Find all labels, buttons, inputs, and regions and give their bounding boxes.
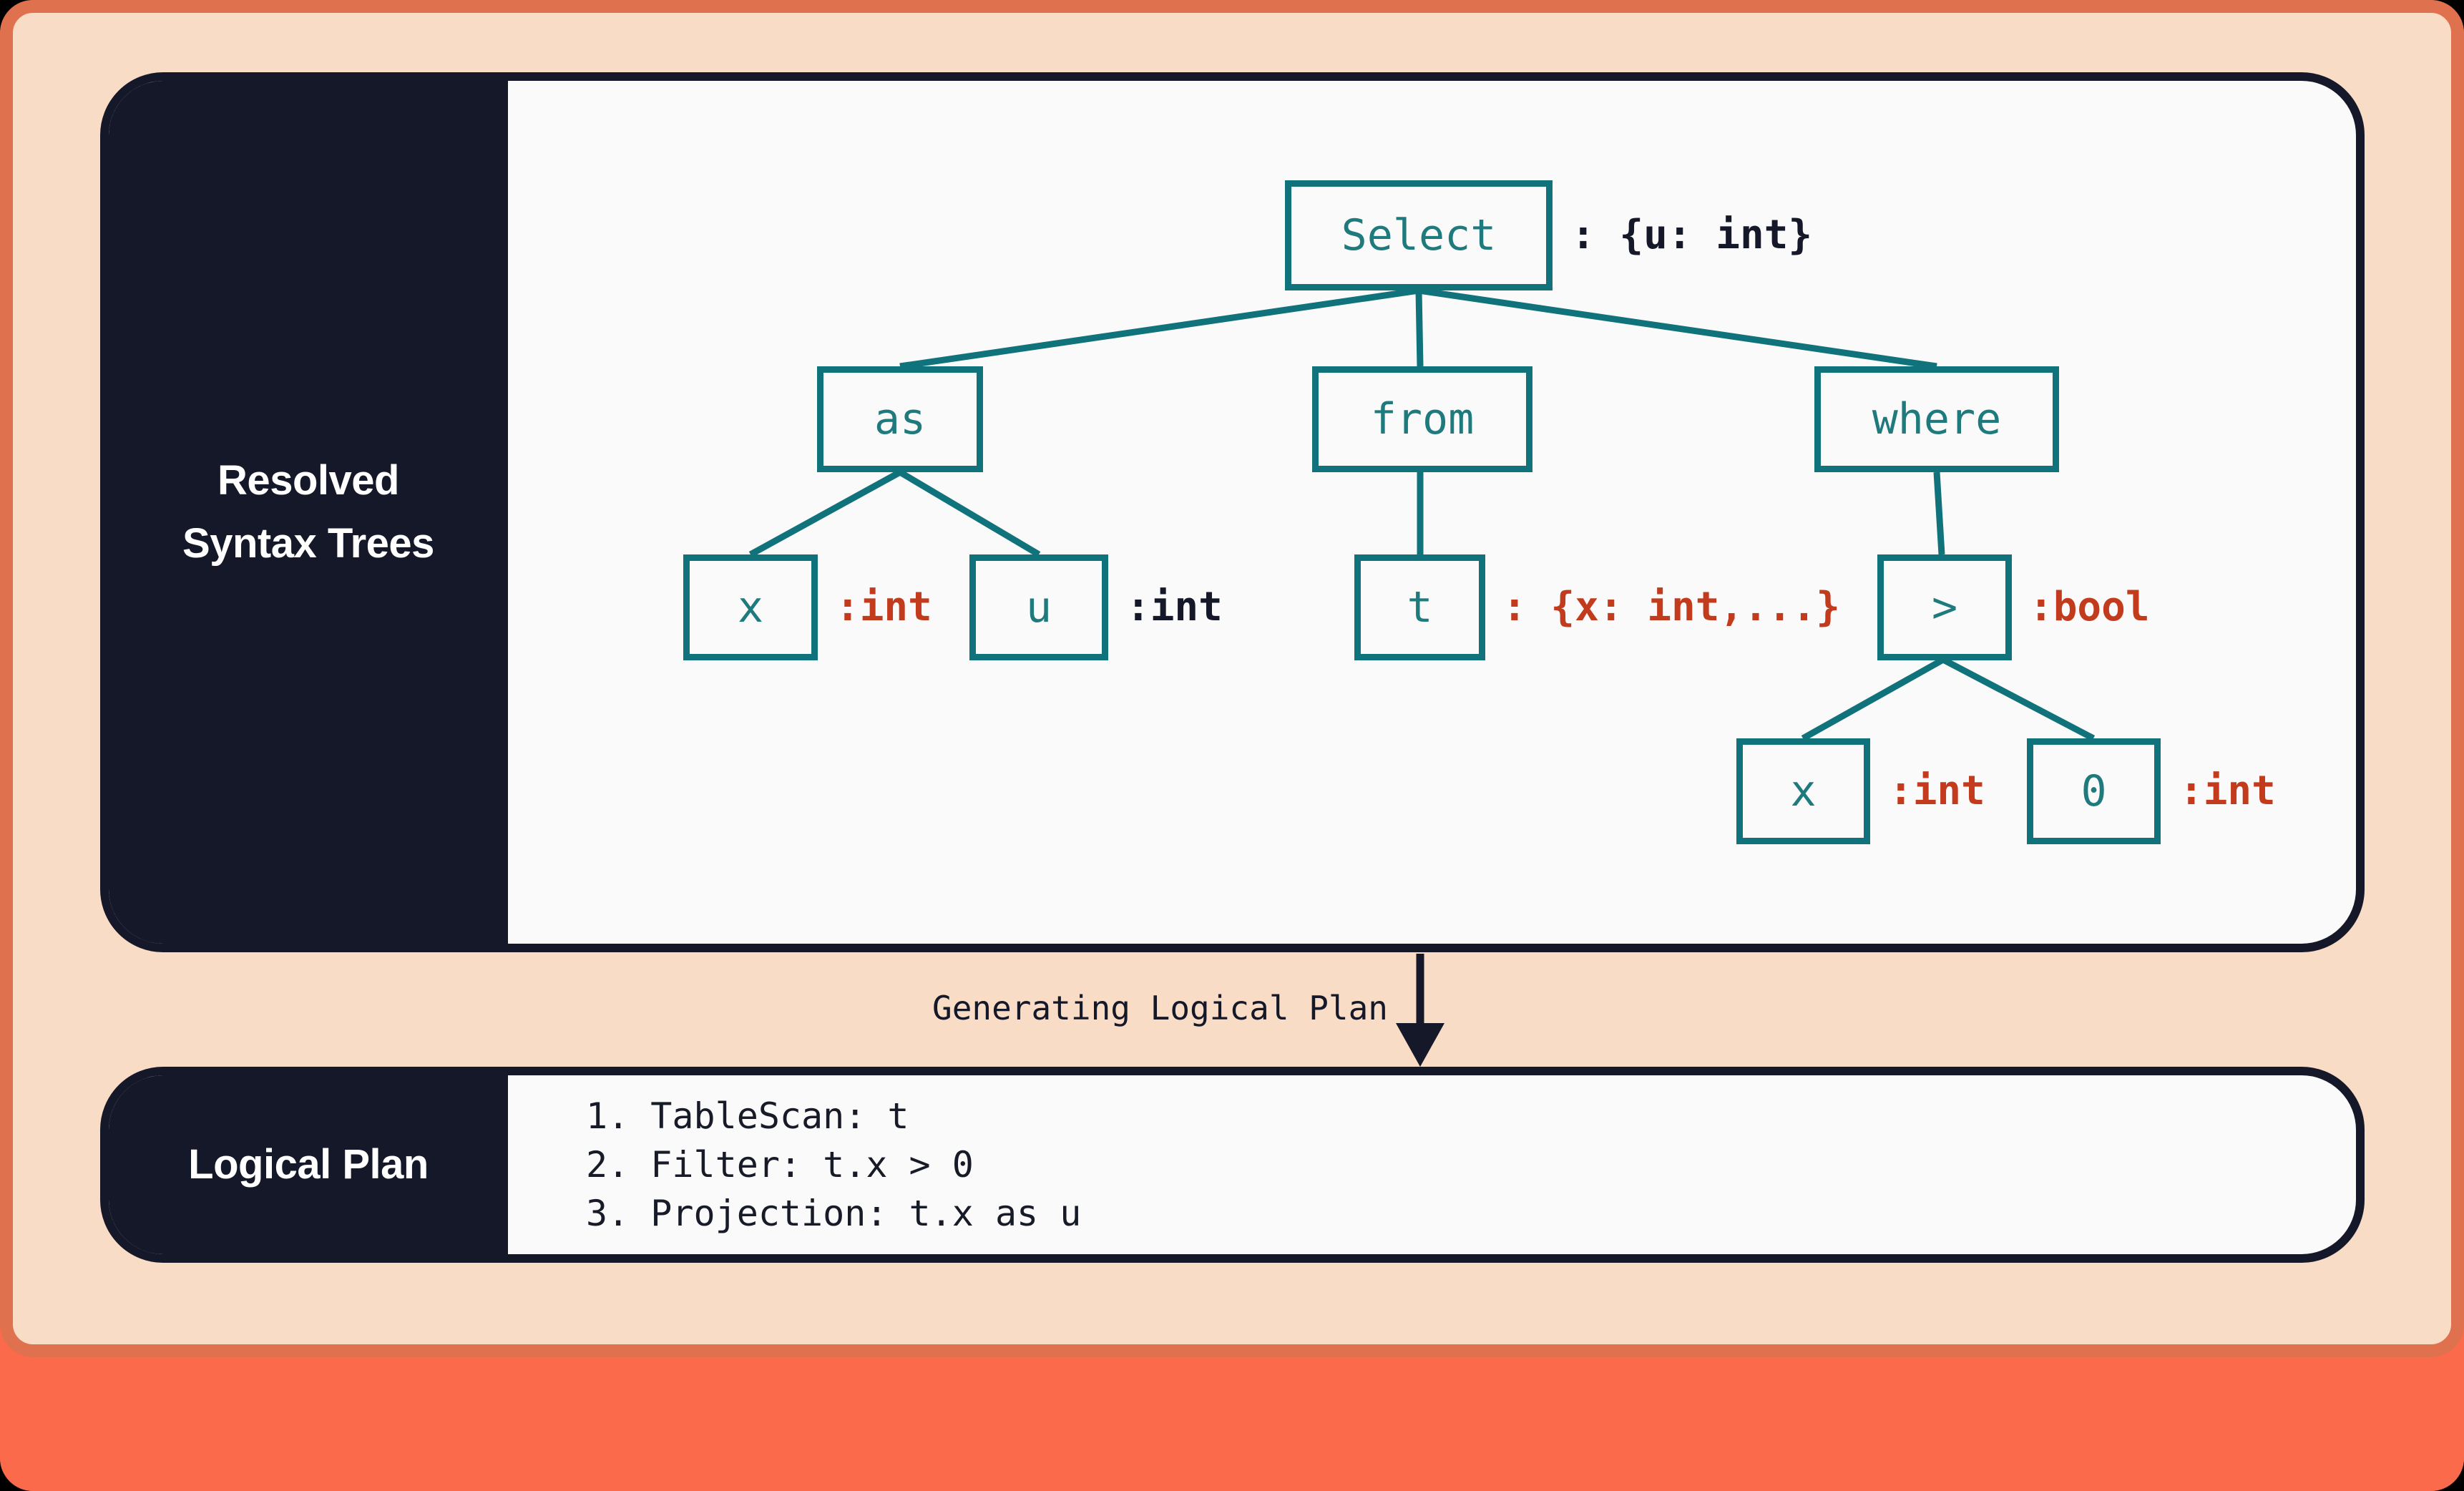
resolved-panel-sidebar: Resolved Syntax Trees <box>109 81 508 944</box>
resolved-panel-title: Resolved Syntax Trees <box>182 449 434 575</box>
footer: Compilation Produces an Executable Plan … <box>0 1357 2464 1491</box>
logical-plan-panel: Logical Plan <box>100 1067 2365 1263</box>
plan-step-2: 2. Filter: t.x > 0 <box>586 1144 974 1186</box>
logical-plan-sidebar: Logical Plan <box>109 1075 508 1254</box>
plan-step-3: 3. Projection: t.x as u <box>586 1193 1082 1234</box>
resolved-panel-title-line2: Syntax Trees <box>182 520 434 567</box>
transition-label: Generating Logical Plan <box>932 989 1388 1027</box>
logical-plan-steps: 1. TableScan: t 2. Filter: t.x > 0 3. Pr… <box>586 1075 1081 1254</box>
resolved-syntax-trees-panel: Resolved Syntax Trees <box>100 72 2365 952</box>
logical-plan-title: Logical Plan <box>188 1141 429 1188</box>
plan-step-1: 1. TableScan: t <box>586 1095 909 1137</box>
resolved-panel-title-line1: Resolved <box>217 457 399 504</box>
